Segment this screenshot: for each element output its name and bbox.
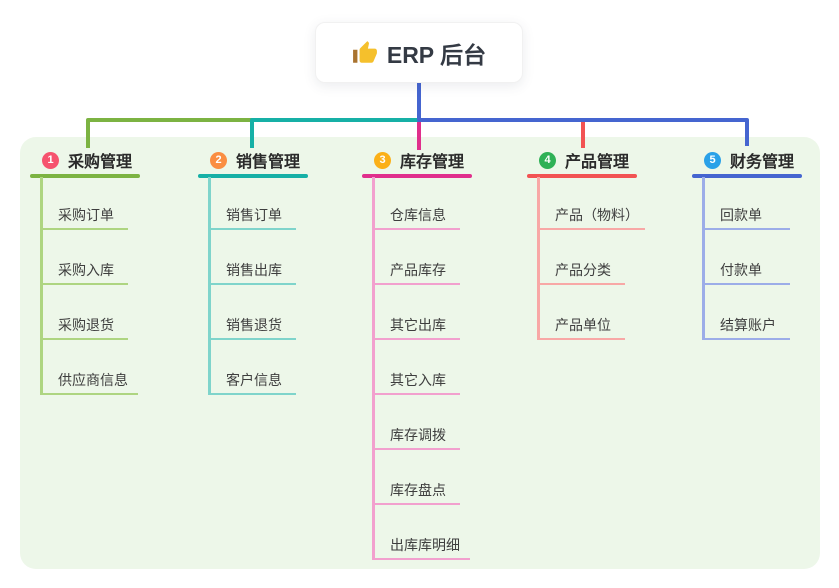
branch-node-4[interactable]: 4 产品管理 — [539, 149, 629, 171]
branch-underline-5 — [692, 174, 802, 178]
leaf-node-1-1[interactable]: 采购订单 — [58, 207, 114, 223]
leaf-underline-3-7 — [372, 558, 470, 560]
leaf-node-2-1[interactable]: 销售订单 — [226, 207, 282, 223]
leaf-underline-1-2 — [40, 283, 128, 285]
leaf-node-1-3[interactable]: 采购退货 — [58, 317, 114, 333]
leaf-underline-5-1 — [702, 228, 790, 230]
branches-panel — [20, 137, 820, 569]
leaf-node-3-6[interactable]: 库存盘点 — [390, 482, 446, 498]
root-label: ERP 后台 — [386, 41, 487, 68]
branch-label-2: 销售管理 — [236, 154, 301, 171]
branch-label-1: 采购管理 — [68, 154, 133, 171]
branch-label-5: 财务管理 — [730, 154, 795, 171]
leaf-node-3-5[interactable]: 库存调拨 — [390, 427, 446, 443]
branch-tree-line-3 — [372, 177, 375, 560]
leaf-underline-3-3 — [372, 338, 460, 340]
leaf-node-2-3[interactable]: 销售退货 — [226, 317, 282, 333]
branch-badge-3: 3 — [374, 151, 391, 169]
branch-tree-line-2 — [208, 177, 211, 395]
branch-node-5[interactable]: 5 财务管理 — [704, 149, 794, 171]
leaf-underline-3-4 — [372, 393, 460, 395]
branch-underline-1 — [30, 174, 140, 178]
leaf-node-3-2[interactable]: 产品库存 — [390, 262, 446, 278]
leaf-underline-3-5 — [372, 448, 460, 450]
thumbs-up-icon — [352, 40, 378, 66]
branch-badge-1: 1 — [42, 151, 59, 169]
branch-tree-line-5 — [702, 177, 705, 340]
branch-label-4: 产品管理 — [565, 154, 630, 171]
leaf-node-5-3[interactable]: 结算账户 — [720, 317, 776, 333]
leaf-underline-4-3 — [537, 338, 625, 340]
leaf-underline-2-2 — [208, 283, 296, 285]
leaf-node-3-1[interactable]: 仓库信息 — [390, 207, 446, 223]
leaf-node-4-3[interactable]: 产品单位 — [555, 317, 611, 333]
leaf-underline-1-3 — [40, 338, 128, 340]
branch-node-3[interactable]: 3 库存管理 — [374, 149, 464, 171]
leaf-underline-3-2 — [372, 283, 460, 285]
branch-node-2[interactable]: 2 销售管理 — [210, 149, 300, 171]
leaf-node-4-1[interactable]: 产品（物料） — [555, 207, 639, 223]
leaf-underline-2-1 — [208, 228, 296, 230]
leaf-node-2-2[interactable]: 销售出库 — [226, 262, 282, 278]
leaf-node-3-3[interactable]: 其它出库 — [390, 317, 446, 333]
leaf-underline-2-4 — [208, 393, 296, 395]
leaf-underline-1-1 — [40, 228, 128, 230]
leaf-node-1-4[interactable]: 供应商信息 — [58, 372, 128, 388]
branch-label-3: 库存管理 — [400, 154, 465, 171]
root-node[interactable]: ERP 后台 — [315, 22, 523, 83]
leaf-node-5-2[interactable]: 付款单 — [720, 262, 762, 278]
branch-badge-5: 5 — [704, 151, 721, 169]
branch-tree-line-1 — [40, 177, 43, 395]
branch-node-1[interactable]: 1 采购管理 — [42, 149, 132, 171]
leaf-node-5-1[interactable]: 回款单 — [720, 207, 762, 223]
leaf-underline-3-1 — [372, 228, 460, 230]
leaf-underline-5-2 — [702, 283, 790, 285]
leaf-node-4-2[interactable]: 产品分类 — [555, 262, 611, 278]
branch-badge-4: 4 — [539, 151, 556, 169]
leaf-node-3-4[interactable]: 其它入库 — [390, 372, 446, 388]
leaf-underline-5-3 — [702, 338, 790, 340]
leaf-underline-4-1 — [537, 228, 645, 230]
branch-underline-3 — [362, 174, 472, 178]
leaf-node-1-2[interactable]: 采购入库 — [58, 262, 114, 278]
branch-badge-2: 2 — [210, 151, 227, 169]
leaf-underline-4-2 — [537, 283, 625, 285]
branch-underline-2 — [198, 174, 308, 178]
leaf-node-3-7[interactable]: 出库库明细 — [390, 537, 460, 553]
branch-tree-line-4 — [537, 177, 540, 340]
leaf-underline-2-3 — [208, 338, 296, 340]
leaf-node-2-4[interactable]: 客户信息 — [226, 372, 282, 388]
branch-underline-4 — [527, 174, 637, 178]
leaf-underline-1-4 — [40, 393, 138, 395]
leaf-underline-3-6 — [372, 503, 460, 505]
